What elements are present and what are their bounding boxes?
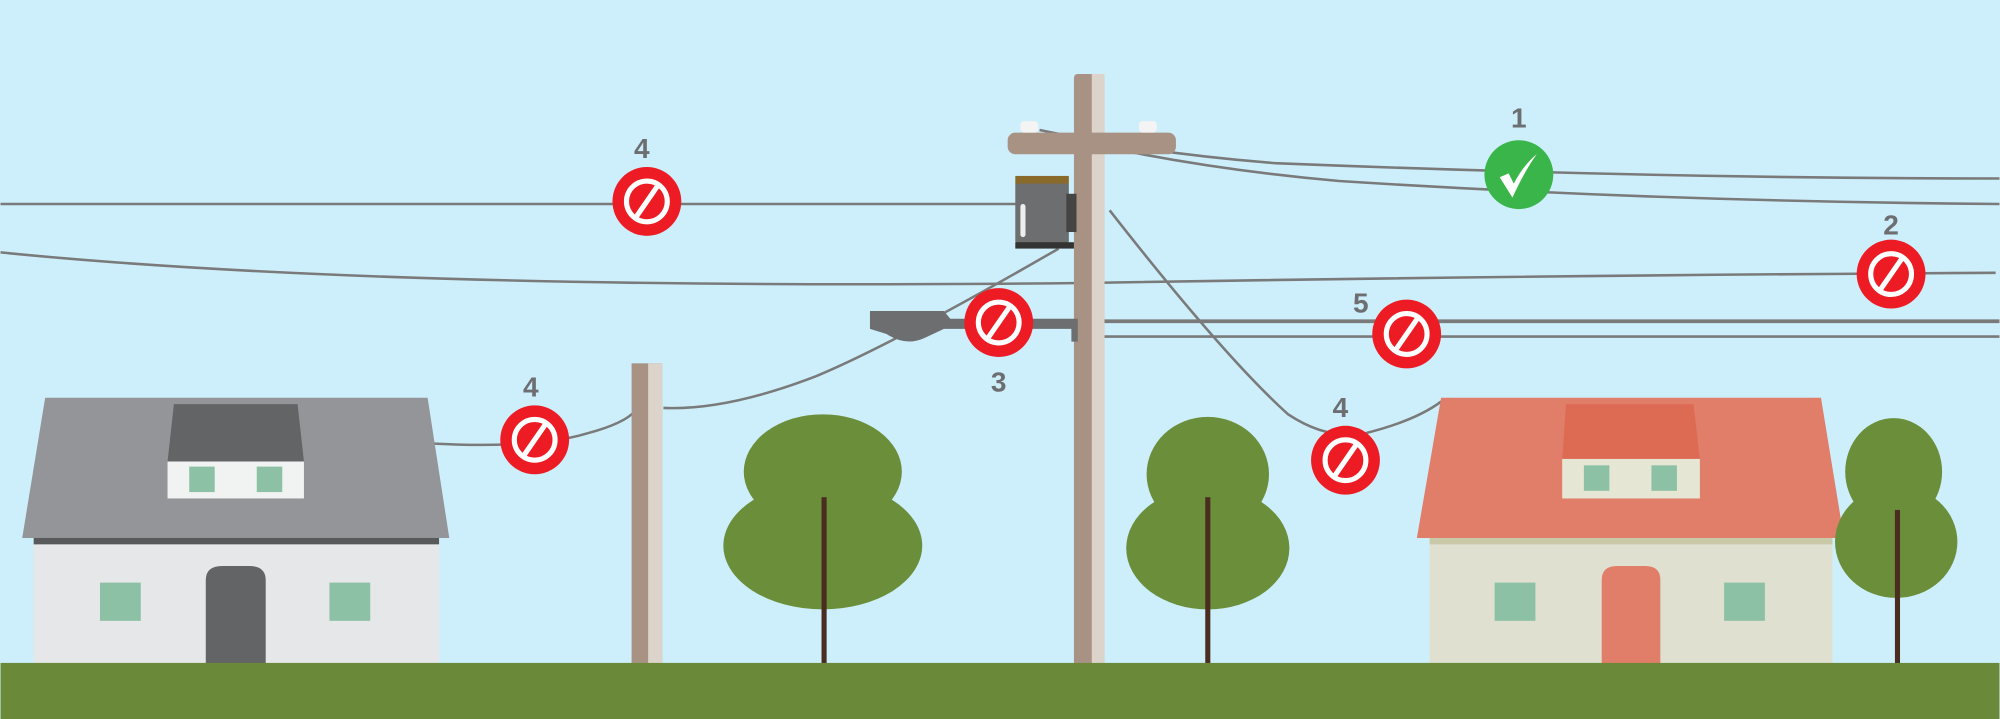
crossarm bbox=[1007, 132, 1176, 155]
marker-label: 4 bbox=[523, 371, 539, 402]
service-drop-right bbox=[1108, 209, 1442, 436]
marker-prohibited: 4 bbox=[612, 133, 682, 236]
marker-label: 1 bbox=[1511, 102, 1527, 133]
tree bbox=[1126, 416, 1290, 670]
prohibited-icon bbox=[612, 167, 682, 236]
transformer bbox=[1015, 181, 1069, 245]
marker-label: 3 bbox=[991, 366, 1007, 397]
tree bbox=[723, 414, 923, 670]
prohibited-icon bbox=[1372, 299, 1442, 369]
prohibited-icon bbox=[500, 405, 570, 475]
insulator bbox=[1020, 121, 1039, 133]
marker-prohibited: 4 bbox=[1311, 392, 1380, 495]
marker-prohibited: 3 bbox=[964, 288, 1034, 397]
insulator bbox=[1138, 121, 1157, 133]
ground bbox=[0, 662, 2000, 719]
marker-label: 2 bbox=[1883, 210, 1899, 241]
marker-prohibited: 2 bbox=[1856, 210, 1926, 309]
marker-prohibited: 5 bbox=[1353, 287, 1442, 369]
marker-allowed: 1 bbox=[1484, 102, 1554, 210]
salmon-house bbox=[1416, 397, 1844, 666]
marker-label: 5 bbox=[1353, 287, 1369, 318]
main-utility-pole bbox=[869, 73, 1176, 667]
door bbox=[1601, 566, 1661, 666]
prohibited-icon bbox=[1311, 425, 1380, 495]
service-drop-center bbox=[663, 247, 1060, 410]
primary-line-lower bbox=[1122, 149, 2000, 206]
marker-label: 4 bbox=[1333, 392, 1349, 423]
checkmark-icon bbox=[1484, 140, 1554, 210]
marker-label: 4 bbox=[634, 133, 650, 164]
prohibited-icon bbox=[1856, 239, 1926, 309]
marker-prohibited: 4 bbox=[500, 371, 570, 475]
markers: 1 2 3 4 4 4 5 bbox=[500, 102, 1926, 495]
door bbox=[205, 566, 266, 666]
trees bbox=[723, 414, 1958, 670]
service-drop-left bbox=[433, 409, 637, 447]
tree bbox=[1835, 418, 1958, 666]
gray-house bbox=[22, 397, 450, 666]
service-pole bbox=[631, 363, 663, 667]
prohibited-icon bbox=[964, 288, 1034, 357]
